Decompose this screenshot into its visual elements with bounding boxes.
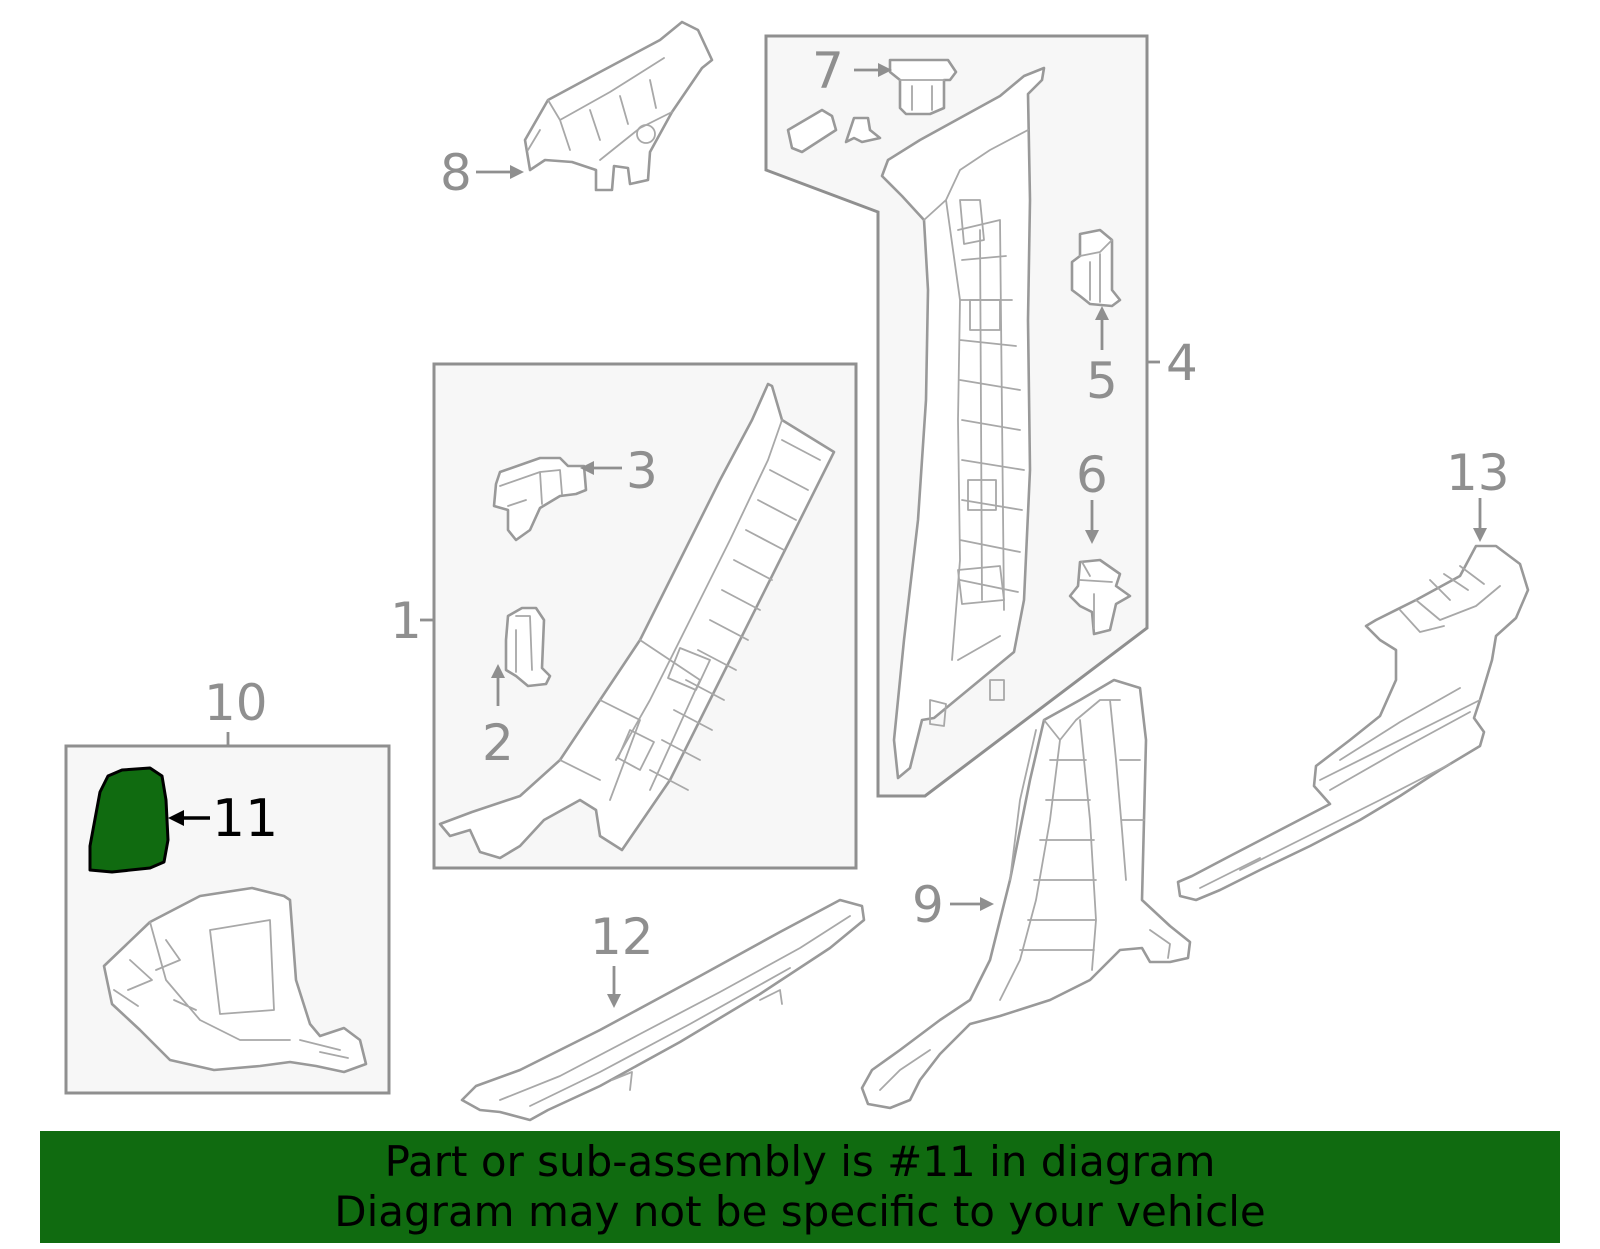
part-5-clip[interactable] <box>1070 228 1122 308</box>
callout-13: 13 <box>1446 444 1510 502</box>
part-4-pillar-trim[interactable] <box>880 66 1046 780</box>
callout-leaders <box>168 63 1487 1008</box>
part-8-bracket[interactable] <box>523 20 714 192</box>
part-6-clip[interactable] <box>1068 558 1132 636</box>
callout-1: 1 <box>390 592 422 650</box>
callout-12: 12 <box>590 908 654 966</box>
part-1-pillar-trim[interactable] <box>438 382 836 860</box>
part-2-clip[interactable] <box>504 606 552 688</box>
callout-6: 6 <box>1076 446 1108 504</box>
callout-10: 10 <box>204 674 268 732</box>
callout-7: 7 <box>812 42 844 100</box>
part-9-lower-pillar[interactable] <box>860 678 1192 1110</box>
footer-banner: Part or sub-assembly is #11 in diagram D… <box>40 1131 1560 1243</box>
part-11-cap[interactable] <box>88 766 170 874</box>
banner-line-2: Diagram may not be specific to your vehi… <box>334 1187 1266 1236</box>
callout-5: 5 <box>1086 352 1118 410</box>
part-13-rear-sill[interactable] <box>1176 544 1530 902</box>
part-12-sill-plate[interactable] <box>460 898 866 1122</box>
callout-4: 4 <box>1166 334 1198 392</box>
callout-2: 2 <box>482 714 514 772</box>
banner-line-1: Part or sub-assembly is #11 in diagram <box>384 1137 1216 1186</box>
callout-8: 8 <box>440 144 472 202</box>
callout-11: 11 <box>212 789 278 849</box>
part-7-clips[interactable] <box>786 58 958 154</box>
part-10-lower-trim[interactable] <box>102 886 368 1074</box>
callout-9: 9 <box>912 876 944 934</box>
part-3-clip[interactable] <box>492 456 588 542</box>
callout-3: 3 <box>626 442 658 500</box>
